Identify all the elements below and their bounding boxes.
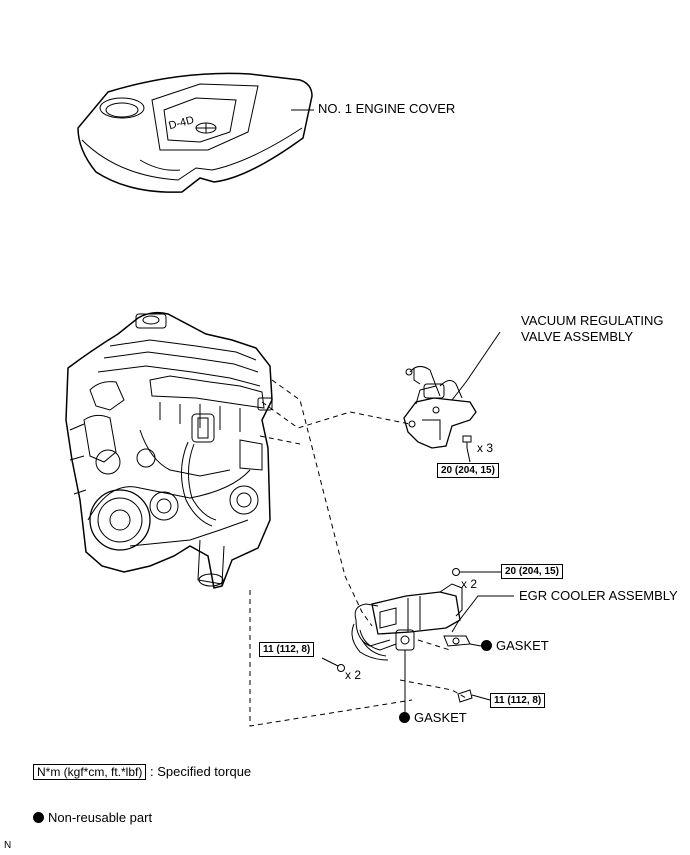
- valve-leader-line: [451, 331, 501, 401]
- alignment-dashed-lines: [249, 379, 467, 727]
- egr-nut-left: [337, 664, 345, 672]
- vacuum-valve-drawing: [403, 366, 477, 449]
- egr-bolt-bottom-leader: [471, 694, 491, 701]
- torque-legend: N*m (kgf*cm, ft.*lbf) : Specified torque: [33, 764, 251, 780]
- egr-nut-top: [452, 568, 460, 576]
- cover-badge-text: D-4D: [167, 114, 195, 132]
- egr-bolt-bottom: [457, 689, 473, 703]
- nonreusable-dot-icon: [481, 640, 492, 651]
- egr-bolt-torque-box: 11 (112, 8): [490, 693, 546, 708]
- torque-legend-box: N*m (kgf*cm, ft.*lbf): [33, 764, 147, 780]
- egr-left-torque-box: 11 (112, 8): [259, 642, 315, 657]
- nonreusable-dot-icon: [399, 712, 410, 723]
- nonreusable-legend: Non-reusable part: [33, 810, 152, 825]
- nonreusable-dot-icon: [33, 812, 44, 823]
- gasket-right-label: GASKET: [481, 638, 549, 653]
- valve-bolt-torque-box: 20 (204, 15): [437, 463, 499, 478]
- valve-bolt: [462, 435, 472, 448]
- vacuum-valve-label-line1: VACUUM REGULATING: [521, 313, 664, 328]
- egr-leader-line: [451, 595, 514, 633]
- egr-nut-quantity: x 2: [461, 577, 478, 591]
- gasket-bottom-label: GASKET: [399, 710, 467, 725]
- corner-mark: N: [4, 840, 12, 851]
- gasket-right-part: [443, 635, 471, 647]
- egr-left-nut-quantity: x 2: [345, 668, 362, 682]
- engine-cover-drawing: D-4D: [77, 72, 313, 193]
- engine-block-drawing: [65, 311, 273, 589]
- valve-torque-leader: [466, 447, 471, 463]
- egr-cooler-label: EGR COOLER ASSEMBLY: [519, 588, 678, 603]
- nonreusable-legend-text: Non-reusable part: [48, 810, 153, 825]
- gasket-right-leader: [469, 643, 482, 647]
- egr-nut-left-leader: [321, 657, 339, 667]
- torque-legend-text: : Specified torque: [149, 764, 252, 779]
- egr-nut-torque-box: 20 (204, 15): [501, 564, 563, 579]
- valve-bolt-quantity: x 3: [477, 441, 494, 455]
- vacuum-valve-label-line2: VALVE ASSEMBLY: [521, 329, 633, 344]
- engine-cover-label: NO. 1 ENGINE COVER: [318, 101, 456, 116]
